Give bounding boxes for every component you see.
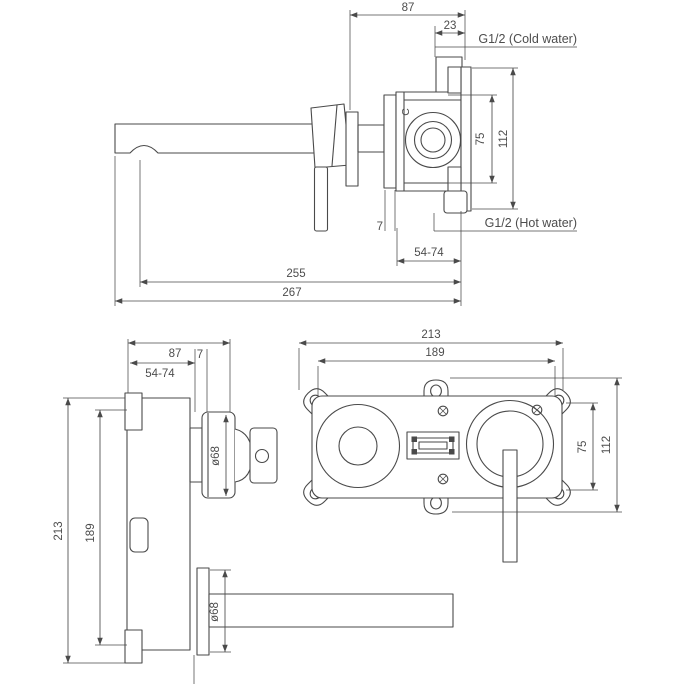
dim-portspacing-label: 75: [577, 441, 589, 454]
inwall-body: [126, 397, 191, 651]
dim-dia68-spout-label: ø68: [209, 602, 221, 622]
body-tab-top: [124, 392, 143, 431]
dim-depthrange-label: 54-74: [145, 368, 175, 380]
bracket-inner: [412, 437, 454, 454]
cold-water-label: G1/2 (Cold water): [478, 32, 577, 46]
rough-in-side-view: 87 7 54-74 213 189 ø68 ø68: [53, 339, 454, 684]
handle-body: [310, 103, 351, 169]
spout-shank: [357, 124, 385, 153]
dim-23-label: 23: [444, 20, 457, 32]
dim-trim-thickness-label: 7: [197, 349, 203, 361]
valve-lever: [502, 449, 518, 563]
rough-in-front-view: 213 189 75 112: [298, 329, 622, 563]
screw-bottom: [437, 473, 449, 485]
spout-escutcheon: [345, 111, 359, 187]
bracket-corner-screws: [411, 436, 455, 455]
dim-height-label: 213: [53, 521, 65, 540]
wall-plate-tab-top: [447, 66, 462, 94]
body-tab-bottom: [124, 629, 143, 664]
dim-5474-label: 54-74: [414, 247, 444, 259]
cartridge-mid-circle: [413, 120, 453, 160]
hot-inlet-lug: [443, 190, 468, 214]
wall-plate: [460, 66, 472, 212]
wall-plate-tab-bottom: [447, 166, 462, 194]
spout: [114, 123, 349, 154]
handle-lever: [313, 166, 329, 232]
spout-tube: [208, 593, 454, 628]
bracket-outer: [406, 431, 460, 460]
bracket-slot: [418, 441, 448, 450]
screw-top: [437, 405, 449, 417]
dim-87-label: 87: [402, 2, 415, 14]
dim-mountheight-label: 189: [85, 523, 97, 542]
dim-mountwidth-label: 189: [425, 347, 444, 359]
installed-side-view: C 87 23 G1/2 (Cold water) G1/2 (Hot wate…: [114, 2, 577, 306]
dim-dia68-handle-label: ø68: [210, 446, 222, 466]
dim-255-label: 255: [286, 268, 305, 280]
dim-frontheight-label: 112: [601, 436, 613, 454]
dim-depth-label: 87: [169, 348, 182, 360]
dim-75-label: 75: [475, 133, 487, 146]
cartridge-inner-circle: [420, 127, 446, 153]
dim-267-label: 267: [282, 287, 301, 299]
spout-trim-plate: [196, 567, 210, 656]
body-clip-window: [129, 517, 149, 553]
cartridge-marking-label: C: [400, 108, 412, 116]
handle-knob-hole: [254, 448, 270, 464]
trim-plate: [383, 94, 397, 189]
dim-width-label: 213: [421, 329, 440, 341]
screw-right: [531, 404, 543, 416]
dim-112-label: 112: [498, 130, 510, 148]
dim-7-label: 7: [377, 221, 383, 233]
handle-stem: [189, 427, 203, 483]
hot-water-label: G1/2 (Hot water): [485, 216, 577, 230]
handle-knob: [249, 427, 278, 484]
spout-port-outer: [315, 403, 401, 489]
handle-seam: [331, 104, 338, 167]
spout-port-inner: [338, 426, 378, 466]
